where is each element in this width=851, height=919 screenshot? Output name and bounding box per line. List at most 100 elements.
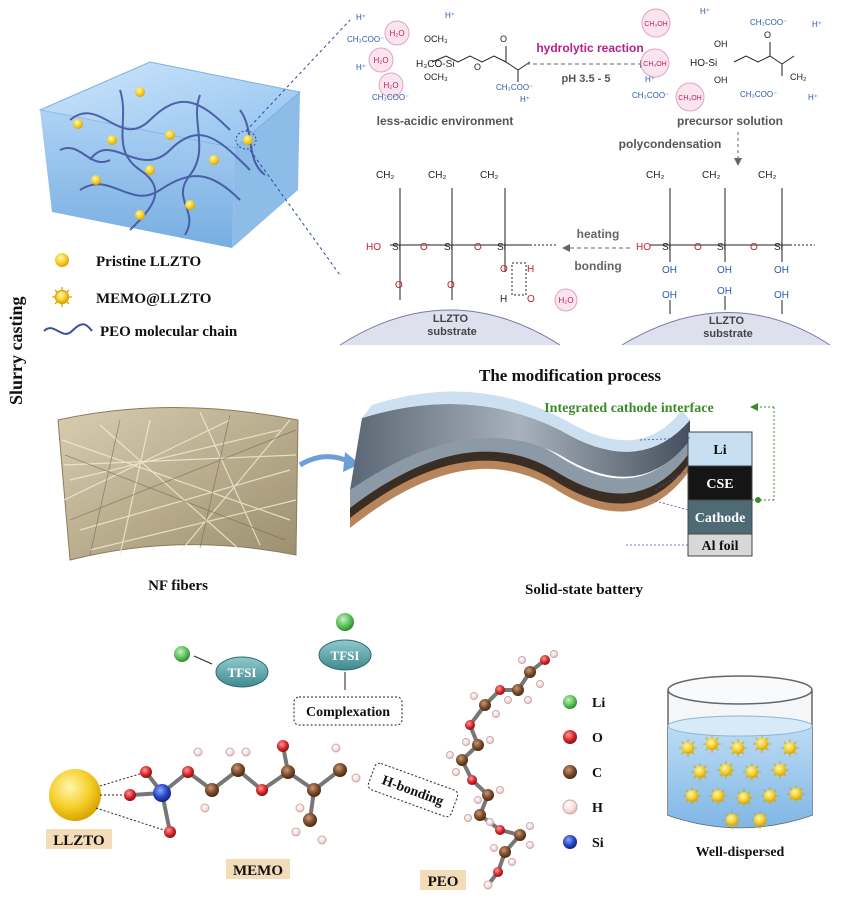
- nf-fibers-caption: NF fibers: [148, 578, 208, 594]
- svg-text:CH₃OH: CH₃OH: [643, 61, 666, 68]
- svg-text:Cathode: Cathode: [695, 511, 746, 526]
- memo-llzto-particle: [703, 735, 721, 753]
- svg-text:H₂O: H₂O: [558, 296, 573, 305]
- composite-cube-illustration: [38, 61, 302, 248]
- pristine-llzto-icon: [55, 253, 69, 267]
- bonding-label: bonding: [574, 259, 621, 273]
- svg-text:Si: Si: [497, 242, 506, 253]
- memo-llzto-particle: [729, 739, 747, 757]
- substrate-left-label: LLZTO substrate: [427, 313, 477, 338]
- svg-text:CH₃COO⁻: CH₃COO⁻: [750, 18, 787, 27]
- svg-text:O: O: [447, 280, 455, 291]
- memo-llzto-particle: [683, 787, 701, 805]
- svg-text:CH₂: CH₂: [702, 170, 720, 181]
- interface-label: Integrated cathode interface: [544, 401, 714, 416]
- svg-text:H₂O: H₂O: [389, 29, 404, 38]
- svg-text:O: O: [750, 242, 758, 253]
- reaction-scheme: H₃CO-Si OCH₃ OCH₃ O O H₂O H₂O H₂O CH₃COO…: [339, 7, 831, 346]
- memo-llzto-particle: [717, 761, 735, 779]
- memo-molecule: [49, 740, 361, 845]
- svg-text:CH₂: CH₂: [790, 72, 807, 82]
- battery-caption: Solid-state battery: [525, 582, 643, 598]
- svg-text:CSE: CSE: [706, 477, 733, 492]
- atom-si-icon: [563, 835, 577, 849]
- atom-o-icon: [563, 730, 577, 744]
- svg-text:CH₃COO⁻: CH₃COO⁻: [496, 83, 533, 92]
- less-acidic-label: less-acidic environment: [377, 114, 514, 128]
- svg-text:OH: OH: [774, 290, 789, 301]
- svg-text:HO: HO: [366, 242, 381, 253]
- zoom-guide-lines: [245, 19, 351, 276]
- svg-text:OH: OH: [717, 265, 732, 276]
- svg-text:TFSI: TFSI: [331, 648, 360, 663]
- memo-llzto-particle: [753, 735, 771, 753]
- complexation-box: [293, 696, 403, 726]
- substrate-right-label: LLZTO substrate: [703, 315, 753, 340]
- svg-text:Si: Si: [662, 242, 671, 253]
- interface-connector: [752, 406, 775, 501]
- memo-llzto-particle: [723, 811, 741, 829]
- ph-label: pH 3.5 - 5: [562, 73, 611, 85]
- tfsi-ellipse: [318, 639, 372, 671]
- memo-llzto-particle: [761, 787, 779, 805]
- beaker-illustration: [667, 675, 813, 829]
- atom-h-icon: [562, 799, 578, 815]
- atom-c-icon: [563, 765, 577, 779]
- svg-text:Si: Si: [444, 242, 453, 253]
- beaker-caption: Well-dispersed: [696, 845, 785, 860]
- layer-cathode: [687, 499, 753, 535]
- svg-text:OCH₃: OCH₃: [424, 72, 448, 82]
- heating-label: heating: [577, 227, 620, 241]
- svg-text:H⁺: H⁺: [700, 7, 710, 16]
- curved-arrow-icon: [298, 454, 352, 468]
- atom-li-label: Li: [592, 696, 605, 711]
- svg-text:O: O: [474, 242, 482, 253]
- svg-text:O: O: [420, 242, 428, 253]
- svg-text:CH₃COO⁻: CH₃COO⁻: [347, 35, 384, 44]
- svg-text:O: O: [474, 62, 481, 72]
- peo-molecule: [446, 650, 558, 890]
- modification-title: The modification process: [479, 366, 661, 385]
- svg-text:CH₃COO⁻: CH₃COO⁻: [372, 93, 409, 102]
- svg-text:CH₃OH: CH₃OH: [678, 95, 701, 102]
- svg-text:O: O: [527, 294, 535, 305]
- llzto-label-bg: [46, 829, 112, 849]
- svg-text:CH₃OH: CH₃OH: [644, 21, 667, 28]
- reaction-species-right: CH₃OH CH₃OH CH₃OH CH₃COO⁻ CH₃COO⁻ CH₃COO…: [632, 7, 822, 112]
- svg-text:Si: Si: [774, 242, 783, 253]
- memo-llzto-particle: [743, 763, 761, 781]
- bonded-network-left: [390, 188, 556, 300]
- memo-llzto-particle: [787, 785, 805, 803]
- memo-llzto-particle: [679, 739, 697, 757]
- svg-text:OCH₃: OCH₃: [424, 34, 448, 44]
- svg-text:OH: OH: [714, 39, 728, 49]
- svg-text:H⁺: H⁺: [808, 93, 818, 102]
- svg-text:H₂O: H₂O: [383, 81, 398, 90]
- polycondensation-label: polycondensation: [619, 137, 722, 151]
- silane-molecule-left: [431, 46, 531, 82]
- hydrolytic-reaction-label: hydrolytic reaction: [536, 41, 643, 55]
- svg-text:H: H: [500, 294, 507, 305]
- battery-stack-illustration: [350, 391, 690, 528]
- svg-text:Si: Si: [717, 242, 726, 253]
- memo-llzto-particle: [781, 739, 799, 757]
- peo-label: PEO: [428, 874, 459, 890]
- layer-cse: [687, 465, 753, 501]
- layer-stack: Li CSE Cathode Al foil: [687, 431, 753, 557]
- svg-text:OH: OH: [717, 286, 732, 297]
- svg-text:OH: OH: [714, 75, 728, 85]
- svg-text:Al foil: Al foil: [702, 539, 739, 554]
- svg-text:H⁺: H⁺: [645, 75, 655, 84]
- svg-text:HO-Si: HO-Si: [690, 58, 717, 69]
- svg-text:O: O: [500, 34, 507, 44]
- legend-memo-label: MEMO@LLZTO: [96, 291, 211, 307]
- svg-text:O: O: [764, 30, 771, 40]
- svg-text:OH: OH: [774, 265, 789, 276]
- memo-llzto-particle: [735, 789, 753, 807]
- svg-text:O: O: [395, 280, 403, 291]
- h-bonding-box: [367, 762, 459, 818]
- side-label: Slurry casting: [6, 296, 26, 405]
- svg-text:TFSI: TFSI: [228, 665, 257, 680]
- svg-text:H₃CO-Si: H₃CO-Si: [416, 59, 455, 70]
